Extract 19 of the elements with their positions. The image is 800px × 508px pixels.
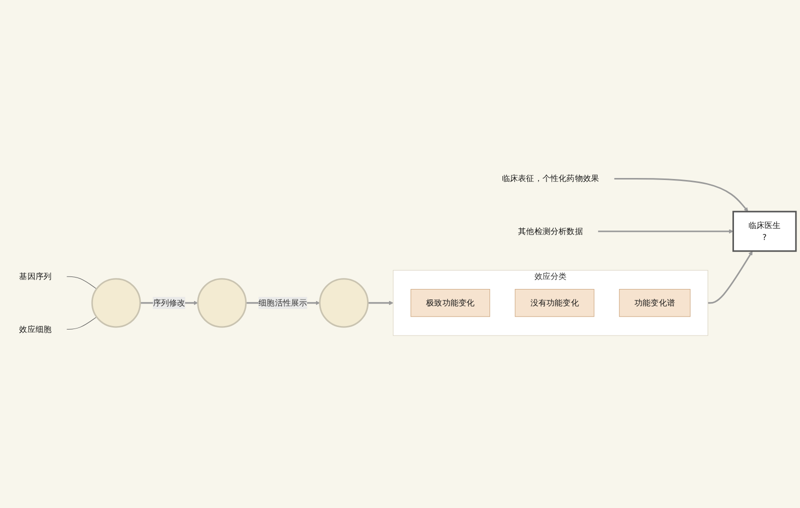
node-box: 极致功能变化 [410, 289, 490, 317]
arrow [598, 229, 734, 234]
arrow [368, 300, 394, 306]
arrow [614, 178, 748, 212]
connector [66, 316, 97, 330]
node-picture [91, 278, 141, 328]
node-picture [197, 278, 247, 328]
node-box: 临床医生 ? [732, 210, 797, 252]
node-picture [319, 278, 369, 328]
edge-label: 细胞活性展示 [258, 298, 308, 308]
node-box: 功能变化谱 [619, 289, 690, 317]
node-box: 没有功能变化 [514, 289, 594, 317]
edge-label: 序列修改 [152, 298, 186, 308]
node-text: 效应细胞 [19, 324, 52, 334]
arrow [708, 250, 753, 304]
connector [66, 276, 97, 290]
node-text: 基因序列 [19, 272, 52, 282]
node-text: 其他检测分析数据 [518, 226, 583, 236]
node-text: 临床表征，个性化药物效果 [502, 174, 600, 184]
